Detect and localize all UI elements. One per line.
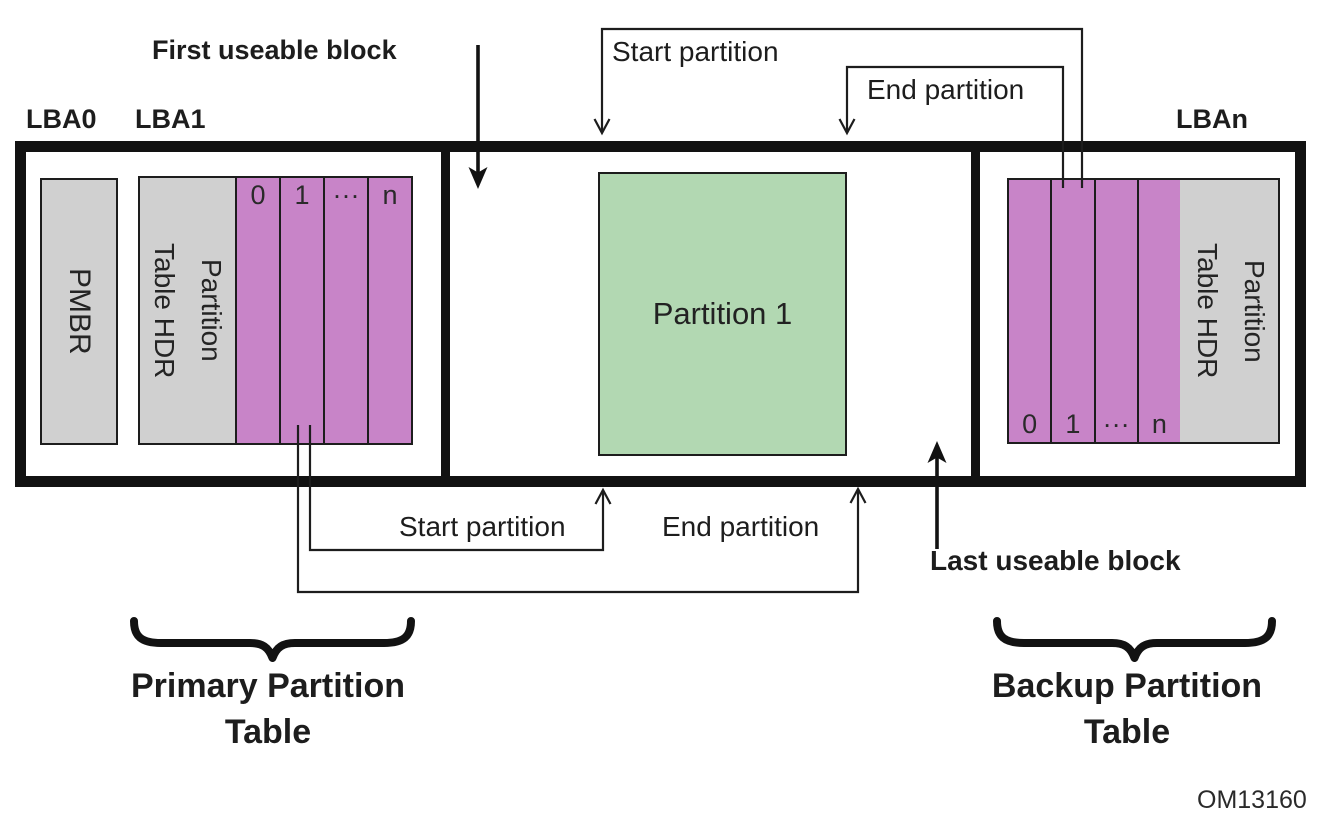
primary-entry-cells: 0 1 ··· n — [237, 176, 413, 445]
lban-label: LBAn — [1176, 104, 1248, 134]
backup-caption-line1: Backup Partition — [991, 667, 1263, 705]
start-partition-top-label: Start partition — [612, 36, 779, 67]
partition1-label: Partition 1 — [652, 296, 793, 331]
primary-hdr-line1: Partition — [196, 259, 227, 362]
primary-entry-cell-ellipsis: ··· — [325, 178, 369, 443]
backup-hdr-line1: Partition — [1239, 259, 1270, 363]
primary-caption-line2: Table — [224, 713, 312, 751]
pmbr-block: PMBR — [40, 178, 118, 445]
last-useable-block-label: Last useable block — [930, 545, 1181, 576]
primary-caption-line1: Primary Partition — [131, 667, 405, 705]
backup-entry-cell-1: 1 — [1052, 180, 1096, 442]
backup-hdr-label: Partition Table HDR — [1180, 180, 1278, 442]
primary-entry-cell-1: 1 — [281, 178, 325, 443]
end-partition-top-label: End partition — [867, 74, 1025, 105]
backup-caption-line2: Table — [1083, 713, 1171, 751]
end-partition-top-arrowhead-icon — [838, 118, 856, 136]
primary-partition-table-hdr-block: Partition Table HDR — [138, 176, 237, 445]
start-partition-bottom-label: Start partition — [399, 511, 566, 542]
figure-id-label: OM13160 — [1197, 786, 1307, 814]
primary-hdr-label: Partition Table HDR — [140, 178, 235, 443]
backup-table-brace-icon — [993, 617, 1276, 662]
backup-entry-label-n: n — [1151, 409, 1167, 439]
section-divider-left — [441, 141, 450, 487]
start-partition-bottom-arrowhead-icon — [594, 487, 612, 505]
pmbr-label: PMBR — [63, 268, 96, 355]
start-partition-top-arrowhead-icon — [593, 118, 611, 136]
primary-entry-label-ellipsis: ··· — [332, 180, 360, 210]
primary-entry-cell-n: n — [369, 178, 411, 443]
lba1-label: LBA1 — [135, 104, 206, 134]
section-divider-right — [971, 141, 980, 487]
backup-entry-cells: 0 1 ··· n — [1007, 178, 1182, 444]
backup-entry-label-0: 0 — [1022, 409, 1038, 439]
backup-partition-table-caption: Backup Partition Table — [951, 663, 1303, 755]
end-partition-bottom-arrowhead-icon — [849, 486, 867, 504]
backup-entry-cell-0: 0 — [1009, 180, 1053, 442]
lba0-label: LBA0 — [26, 104, 97, 134]
backup-hdr-line2: Table HDR — [1192, 243, 1223, 379]
backup-entry-label-1: 1 — [1065, 409, 1081, 439]
primary-partition-table-caption: Primary Partition Table — [92, 663, 444, 755]
primary-entry-label-n: n — [382, 180, 398, 210]
primary-entry-label-0: 0 — [250, 180, 266, 210]
end-partition-bottom-label: End partition — [662, 511, 820, 542]
primary-hdr-line2: Table HDR — [149, 242, 180, 379]
primary-table-brace-icon — [130, 617, 415, 662]
backup-entry-cell-n: n — [1138, 180, 1180, 442]
primary-entry-label-1: 1 — [294, 180, 310, 210]
partition1-block: Partition 1 — [598, 172, 847, 456]
backup-entry-cell-ellipsis: ··· — [1095, 180, 1139, 442]
backup-entry-label-ellipsis: ··· — [1102, 409, 1130, 439]
first-useable-block-label: First useable block — [152, 35, 397, 65]
primary-entry-cell-0: 0 — [237, 178, 281, 443]
backup-partition-table-hdr-block: Partition Table HDR — [1180, 178, 1280, 444]
